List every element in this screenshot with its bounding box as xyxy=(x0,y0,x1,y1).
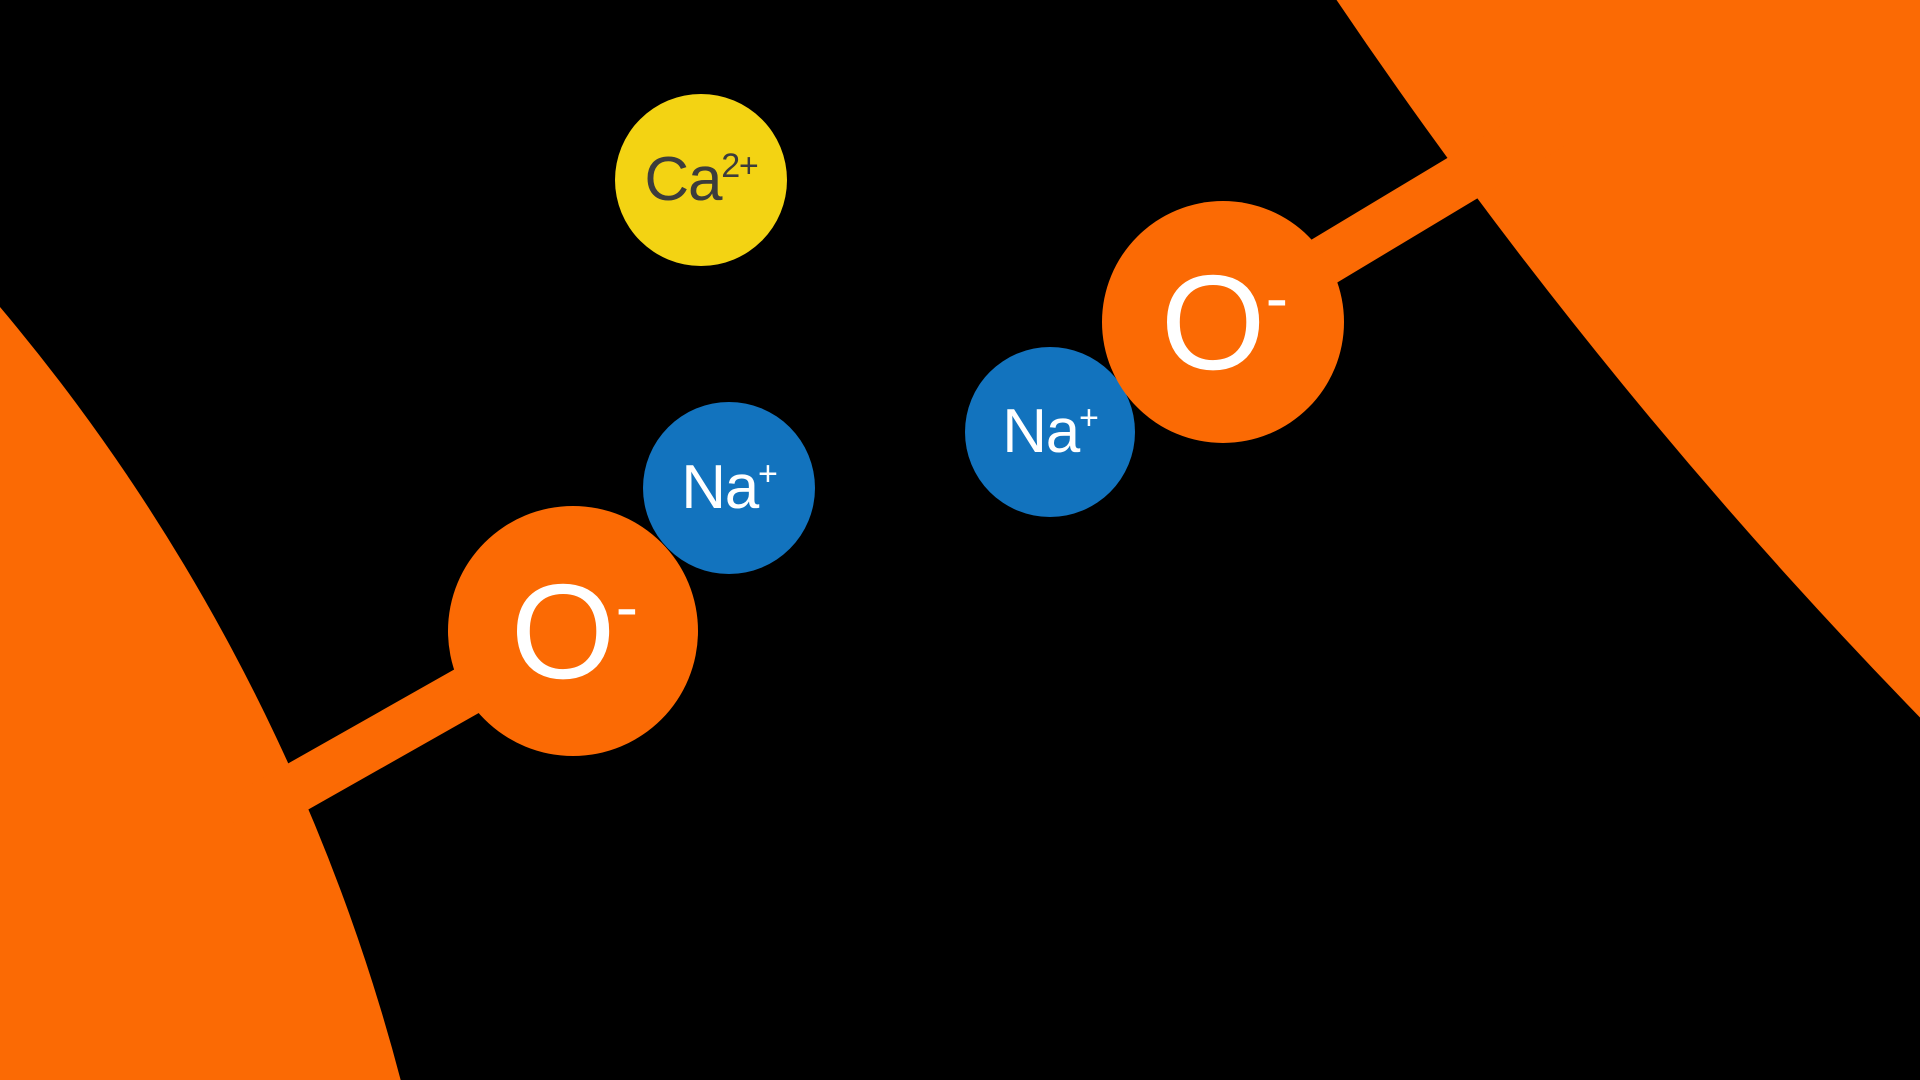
surface-bottom-left xyxy=(0,0,465,1080)
sodium-ion-right-symbol: Na xyxy=(1002,397,1080,466)
calcium-ion-symbol: Ca xyxy=(644,145,722,214)
sodium-ion-right-charge: + xyxy=(1079,398,1099,437)
sodium-ion-right: Na+ xyxy=(965,347,1135,517)
sodium-ion-left: Na+ xyxy=(643,402,815,574)
oxygen-ion-left: O- xyxy=(448,506,698,756)
oxygen-ion-right-charge: - xyxy=(1265,261,1288,337)
calcium-ion-charge: 2+ xyxy=(721,146,759,185)
sodium-ion-left-charge: + xyxy=(758,454,778,493)
oxygen-ion-right-symbol: O xyxy=(1160,246,1266,398)
oxygen-ion-left-symbol: O xyxy=(510,555,616,707)
oxygen-ion-right: O- xyxy=(1102,201,1344,443)
oxygen-ion-left-charge: - xyxy=(615,570,638,646)
sodium-ion-left-symbol: Na xyxy=(681,453,759,522)
